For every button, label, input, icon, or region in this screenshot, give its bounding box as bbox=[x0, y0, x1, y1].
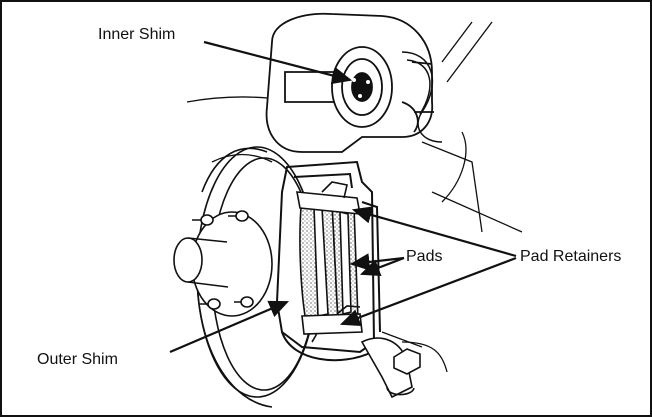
pad-retainers-label: Pad Retainers bbox=[520, 248, 622, 265]
inner-shim-leader bbox=[203, 40, 353, 85]
leader-lines bbox=[169, 40, 517, 354]
pad-retainers-leader-lower bbox=[339, 256, 517, 326]
inner-shim-label: Inner Shim bbox=[98, 26, 176, 43]
wheel-hub bbox=[173, 210, 273, 317]
caliper-body bbox=[265, 12, 434, 153]
pads-label: Pads bbox=[406, 248, 443, 265]
brake-hose bbox=[401, 51, 443, 143]
pads-leader-lower bbox=[359, 256, 405, 276]
outer-shim-label: Outer Shim bbox=[37, 351, 118, 368]
outer-shim-leader bbox=[169, 300, 290, 354]
tie-rod-end bbox=[360, 337, 421, 399]
brake-pads bbox=[299, 196, 359, 328]
pad-retainers-leader-upper bbox=[351, 206, 517, 258]
caliper-bracket bbox=[275, 160, 381, 362]
